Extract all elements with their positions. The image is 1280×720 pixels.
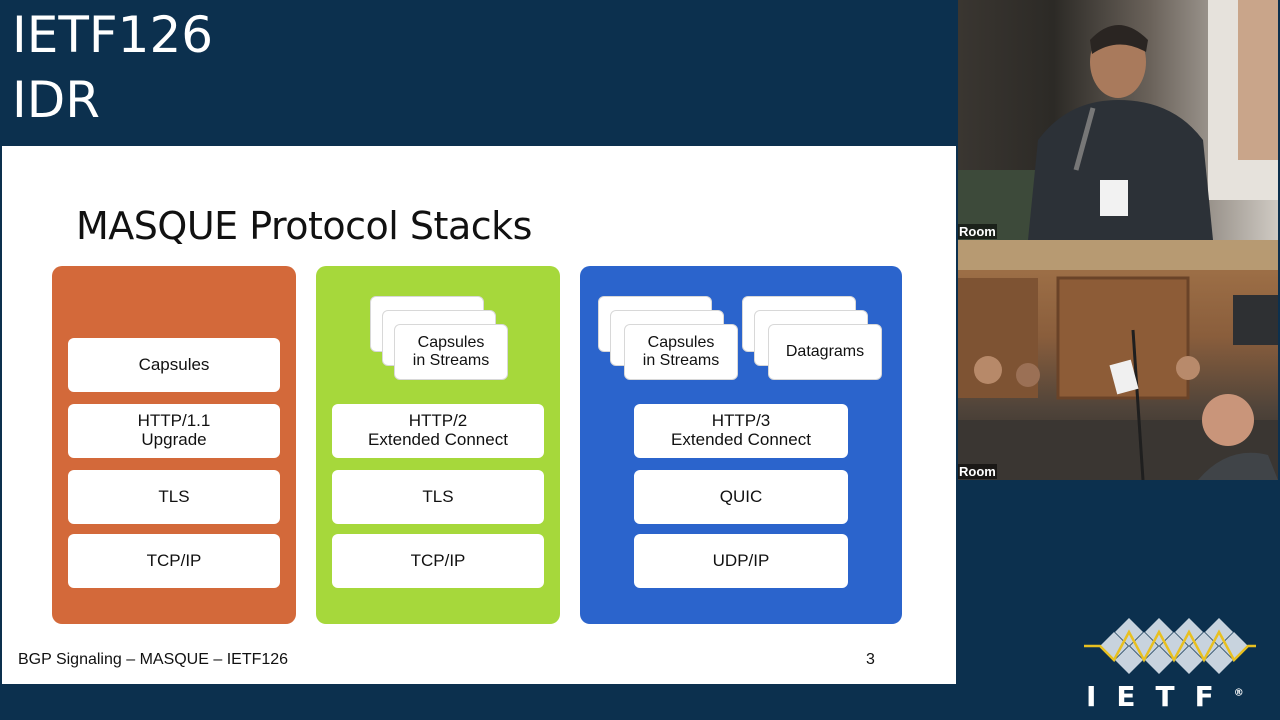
- layer-box: TLS: [332, 470, 544, 524]
- audience-video[interactable]: Room: [958, 240, 1278, 480]
- speaker-video-label: Room: [958, 224, 997, 239]
- speaker-hair: [1090, 25, 1148, 54]
- speaker-video[interactable]: Room: [958, 0, 1278, 240]
- layer-label: Capsules: [138, 354, 210, 374]
- logo-text: IETF: [1086, 680, 1234, 713]
- layer-label: Capsules in Streams: [642, 334, 720, 369]
- audience-head: [1016, 363, 1040, 387]
- layer-box: TLS: [68, 470, 280, 524]
- capsules-in-streams-card: Capsules in Streams: [394, 324, 508, 380]
- layer-label: TLS: [422, 486, 454, 506]
- ceiling: [958, 240, 1278, 270]
- logo-wave: [1084, 629, 1256, 663]
- slide-projection: [1238, 0, 1278, 160]
- layer-label: HTTP/3 Extended Connect: [671, 411, 811, 449]
- session-group: IDR: [12, 71, 100, 129]
- audience-shirt: [1198, 452, 1278, 480]
- layer-label: TCP/IP: [146, 550, 202, 570]
- audience-head: [1202, 394, 1254, 446]
- microphone: [1073, 107, 1096, 171]
- layer-box: Capsules: [68, 338, 280, 392]
- stack-column-http3: Capsules in Streams Datagrams HTTP/3 Ext…: [580, 266, 902, 624]
- name-badge: [1100, 180, 1128, 216]
- layer-label: QUIC: [719, 486, 763, 506]
- stack-column-http2: Capsules in Streams HTTP/2 Extended Conn…: [316, 266, 560, 624]
- stack-column-http11: Capsules HTTP/1.1 Upgrade TLS TCP/IP: [52, 266, 296, 624]
- speaker-scene: [958, 0, 1278, 240]
- layer-label: Capsules in Streams: [412, 334, 490, 369]
- slide-footer: BGP Signaling – MASQUE – IETF126: [18, 651, 289, 668]
- audience-video-label: Room: [958, 464, 997, 479]
- session-title: IETF126: [12, 6, 214, 64]
- layer-box: HTTP/1.1 Upgrade: [68, 404, 280, 458]
- layer-label: HTTP/2 Extended Connect: [368, 411, 508, 449]
- layer-box: HTTP/2 Extended Connect: [332, 404, 544, 458]
- speaker-shirt: [1028, 100, 1213, 240]
- layer-box: QUIC: [634, 470, 848, 524]
- layer-label: TCP/IP: [410, 550, 466, 570]
- layer-box: TCP/IP: [332, 534, 544, 588]
- slide-title: MASQUE Protocol Stacks: [76, 204, 532, 248]
- presentation-slide: MASQUE Protocol Stacks Capsules HTTP/1.1…: [2, 146, 956, 684]
- capsules-in-streams-card: Capsules in Streams: [624, 324, 738, 380]
- audience-head: [1176, 356, 1200, 380]
- paper-sheet: [1109, 359, 1139, 395]
- registered-mark: ®: [1233, 687, 1244, 699]
- slide-number: 3: [866, 651, 875, 668]
- screen-right: [1233, 295, 1278, 345]
- layer-box: TCP/IP: [68, 534, 280, 588]
- datagrams-card: Datagrams: [768, 324, 882, 380]
- audience-scene: [958, 240, 1278, 480]
- layer-label: TLS: [158, 486, 190, 506]
- microphone-stand: [1131, 329, 1145, 480]
- audience-head: [974, 356, 1002, 384]
- layer-label: Datagrams: [785, 343, 865, 361]
- layer-label: UDP/IP: [712, 550, 770, 570]
- ietf-logo-text: IETF®: [1086, 680, 1244, 713]
- ietf-logo-mark: [1084, 618, 1256, 674]
- layer-label: HTTP/1.1 Upgrade: [137, 411, 211, 449]
- layer-box: UDP/IP: [634, 534, 848, 588]
- layer-box: HTTP/3 Extended Connect: [634, 404, 848, 458]
